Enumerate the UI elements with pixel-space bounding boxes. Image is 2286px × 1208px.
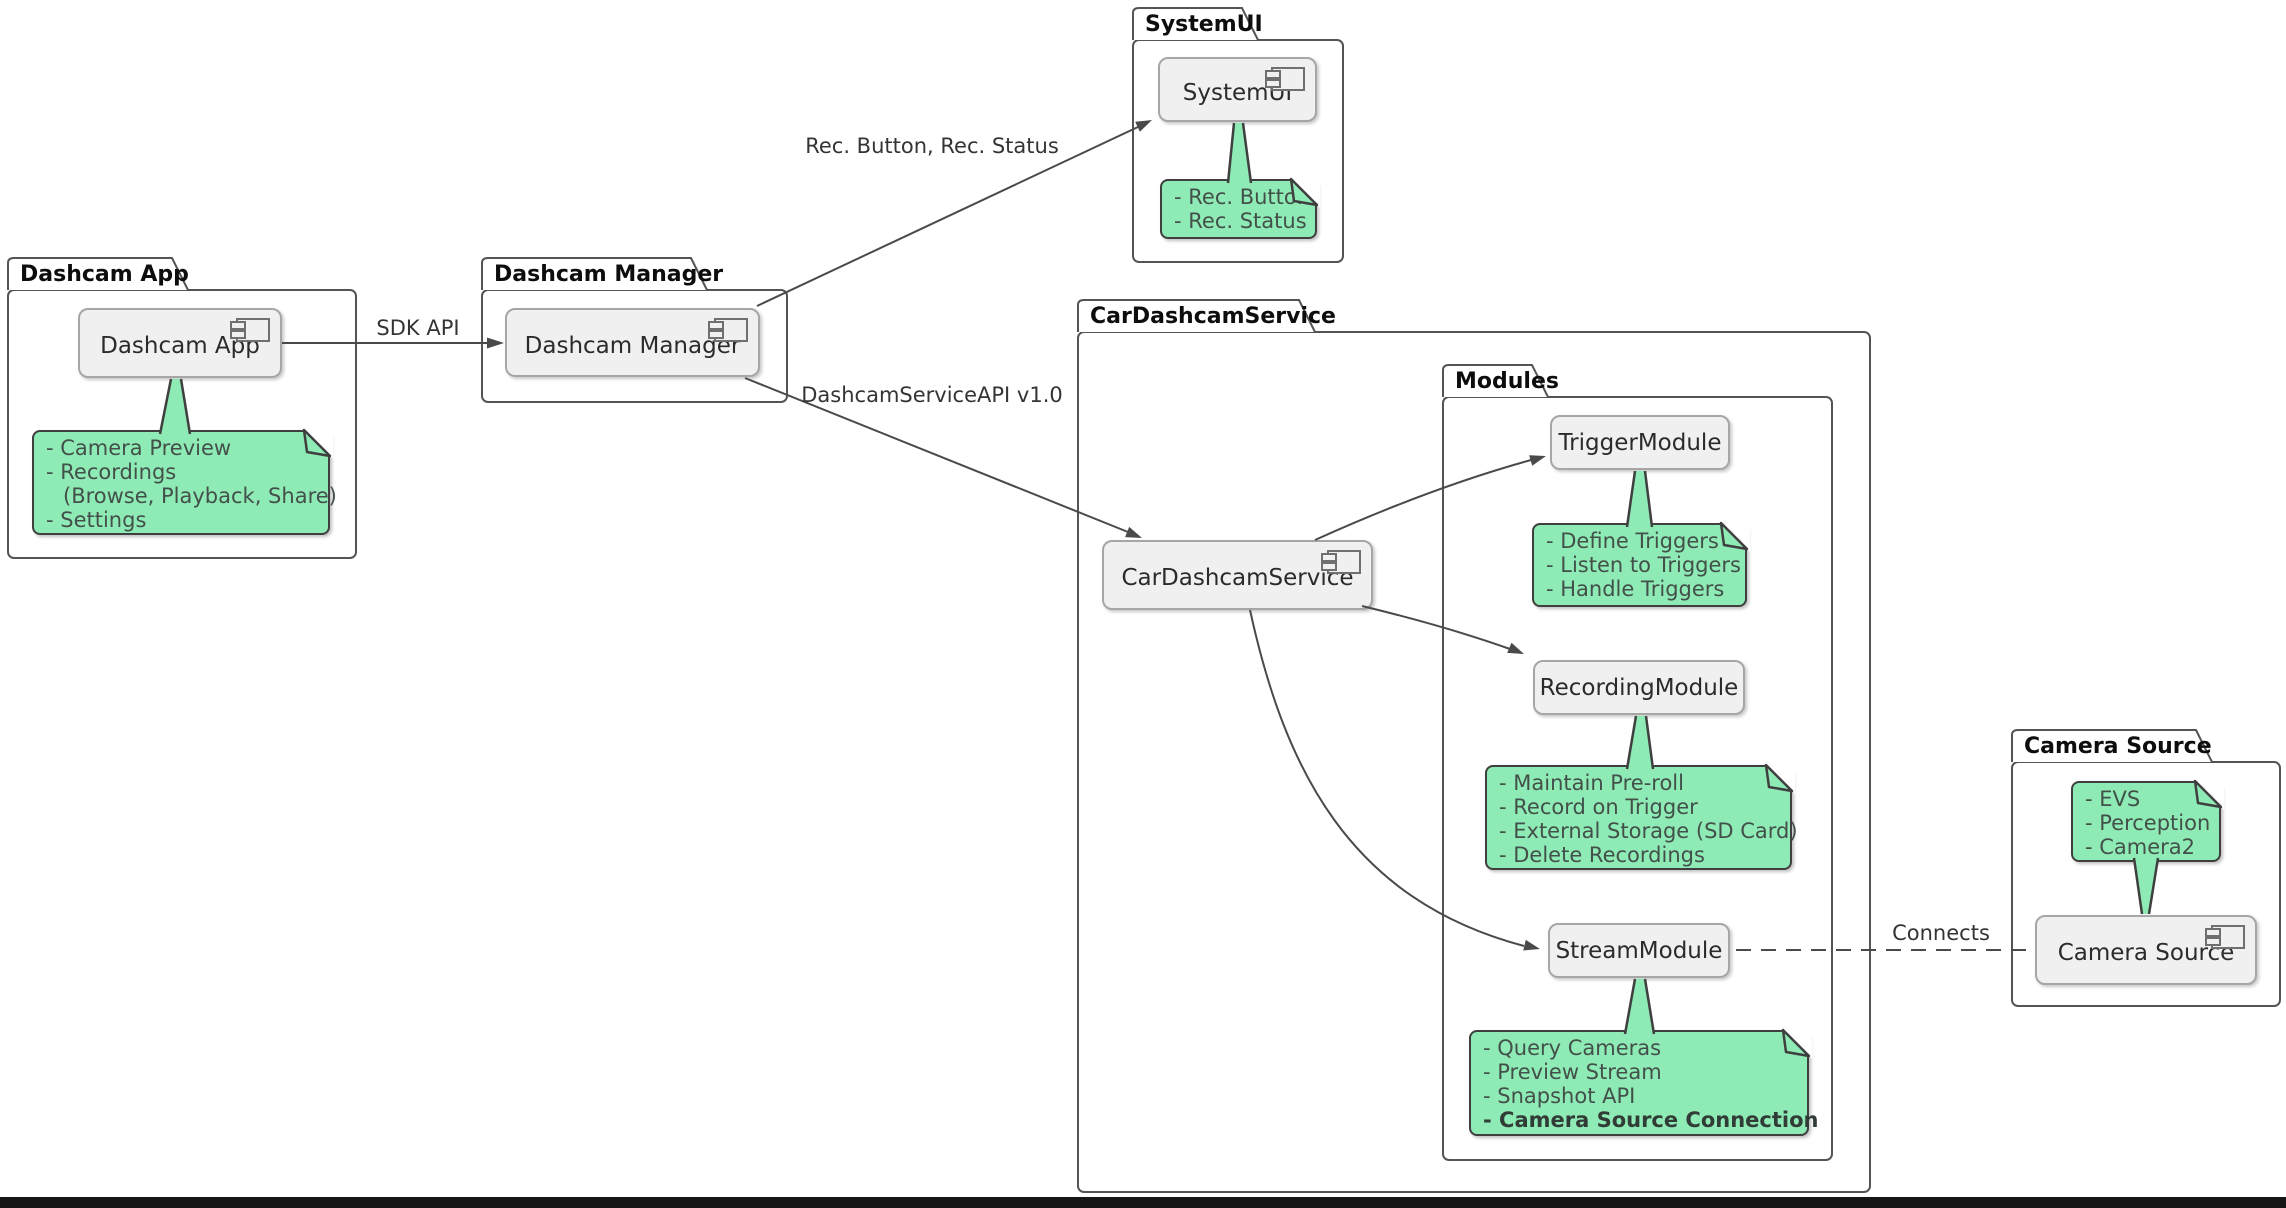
component-icon	[1265, 67, 1305, 91]
arrowhead-systemui	[1135, 120, 1152, 132]
note-pointer-dashcam-app	[160, 379, 190, 435]
note-pointer-triggermodule	[1627, 471, 1652, 528]
component-label: StreamModule	[1555, 937, 1723, 964]
component-triggermodule: TriggerModule	[1550, 415, 1730, 470]
note-line: - Rec. Status	[1174, 209, 1307, 233]
note-camera-source: - EVS - Perception - Camera2	[2071, 781, 2221, 862]
bottom-black-bar	[0, 1197, 2286, 1208]
note-pointer-streammodule	[1625, 979, 1654, 1035]
note-recordingmodule: - Maintain Pre-roll - Record on Trigger …	[1485, 765, 1798, 870]
note-pointer-camera-source	[2134, 857, 2158, 914]
note-line: - Define Triggers	[1546, 529, 1719, 553]
arrowhead-recording	[1507, 642, 1524, 654]
component-label: RecordingModule	[1539, 674, 1739, 701]
note-line: - Camera Source Connection	[1483, 1108, 1819, 1132]
component-label: TriggerModule	[1558, 429, 1722, 456]
component-streammodule: StreamModule	[1548, 923, 1730, 978]
note-line: - Settings	[46, 508, 147, 532]
edge-label-sdk-api: SDK API	[376, 316, 460, 340]
component-dashcam-manager: Dashcam Manager	[505, 308, 760, 377]
package-title-cardashcamservice: CarDashcamService	[1090, 304, 1336, 329]
note-pointer-recordingmodule	[1627, 716, 1653, 770]
note-line: - Record on Trigger	[1499, 795, 1698, 819]
component-icon	[708, 318, 748, 342]
note-line: - Snapshot API	[1483, 1084, 1636, 1108]
note-line: - Recordings	[46, 460, 177, 484]
note-line: - Maintain Pre-roll	[1499, 771, 1684, 795]
package-title-modules: Modules	[1455, 369, 1559, 394]
package-title-dashcam-manager: Dashcam Manager	[494, 262, 724, 287]
note-line: - Listen to Triggers	[1546, 553, 1741, 577]
note-line: (Browse, Playback, Share)	[63, 484, 337, 508]
edge-service-to-trigger	[1314, 459, 1532, 541]
note-line: - Handle Triggers	[1546, 577, 1725, 601]
package-title-systemui: SystemUI	[1145, 12, 1263, 37]
note-triggermodule: - Define Triggers - Listen to Triggers -…	[1532, 523, 1747, 607]
component-cardashcamservice: CarDashcamService	[1102, 540, 1373, 610]
arrowhead-stream	[1523, 939, 1540, 951]
package-title-camera-source: Camera Source	[2024, 734, 2212, 759]
note-dashcam-app: - Camera Preview - Recordings (Browse, P…	[32, 430, 337, 535]
component-icon	[230, 318, 270, 342]
component-recordingmodule: RecordingModule	[1533, 660, 1745, 715]
note-line: - Delete Recordings	[1499, 843, 1705, 867]
edge-service-to-recording	[1361, 605, 1511, 650]
note-line: - Camera2	[2085, 835, 2196, 859]
note-streammodule: - Query Cameras - Preview Stream - Snaps…	[1469, 1030, 1819, 1136]
package-title-dashcam-app: Dashcam App	[20, 262, 189, 287]
note-pointer-systemui	[1228, 123, 1251, 184]
arrowhead-service	[1125, 526, 1142, 538]
component-icon	[1321, 550, 1361, 574]
note-line: - External Storage (SD Card)	[1499, 819, 1798, 843]
note-line: - Rec. Button	[1174, 185, 1311, 209]
note-line: - Camera Preview	[46, 436, 232, 460]
edge-label-dashcamserviceapi: DashcamServiceAPI v1.0	[801, 383, 1063, 407]
note-line: - Perception	[2085, 811, 2211, 835]
edge-label-connects: Connects	[1892, 921, 1990, 945]
note-line: - Preview Stream	[1483, 1060, 1662, 1084]
component-camera-source: Camera Source	[2035, 915, 2257, 985]
note-line: - Query Cameras	[1483, 1036, 1662, 1060]
component-dashcam-app: Dashcam App	[78, 308, 282, 378]
arrowhead-trigger	[1529, 455, 1546, 466]
component-label: CarDashcamService	[1121, 565, 1354, 591]
component-systemui: SystemUI	[1158, 57, 1317, 122]
edge-service-to-stream	[1249, 609, 1525, 947]
component-icon	[2205, 925, 2245, 949]
note-systemui: - Rec. Button - Rec. Status	[1160, 179, 1317, 239]
note-line: - EVS	[2085, 787, 2141, 811]
edge-label-rec-button-status: Rec. Button, Rec. Status	[805, 134, 1059, 158]
